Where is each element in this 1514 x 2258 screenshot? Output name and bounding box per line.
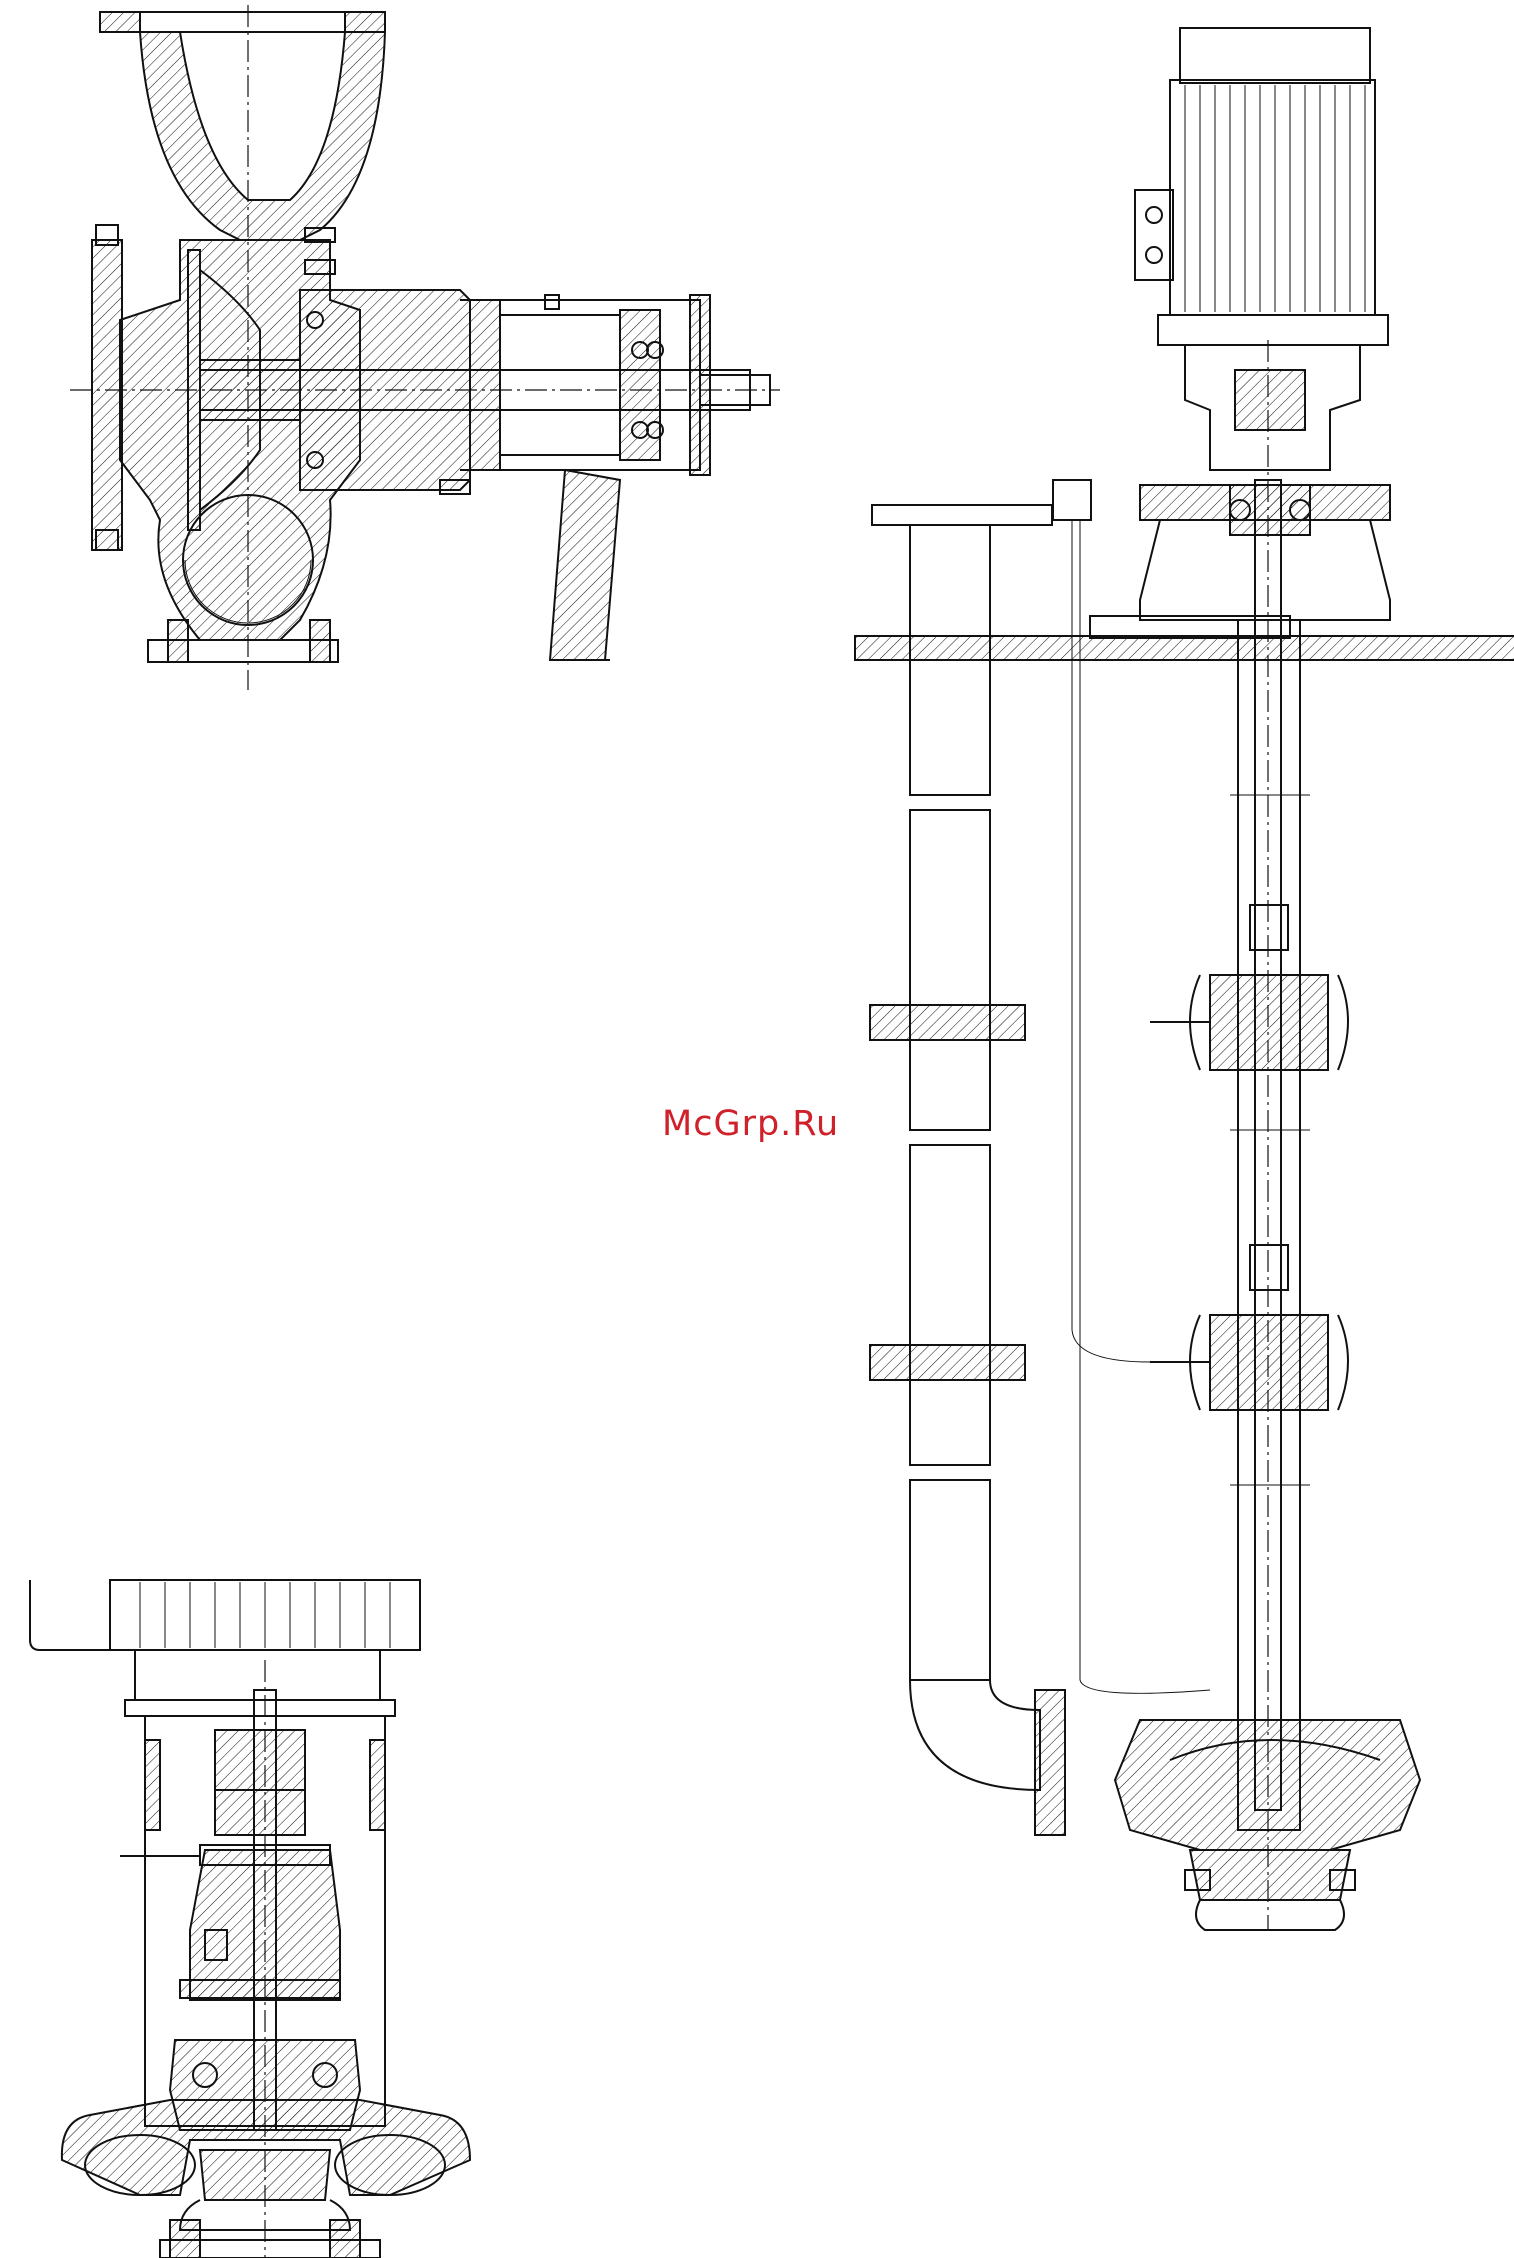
motor-fins (1185, 85, 1365, 312)
motor-fins (140, 1582, 390, 1648)
horizontal-pump-section (70, 5, 780, 690)
vertical-sump-pump-section (855, 28, 1514, 1930)
vertical-inline-pump-section (30, 1580, 470, 2258)
watermark-text: McGrp.Ru (662, 1104, 862, 1154)
